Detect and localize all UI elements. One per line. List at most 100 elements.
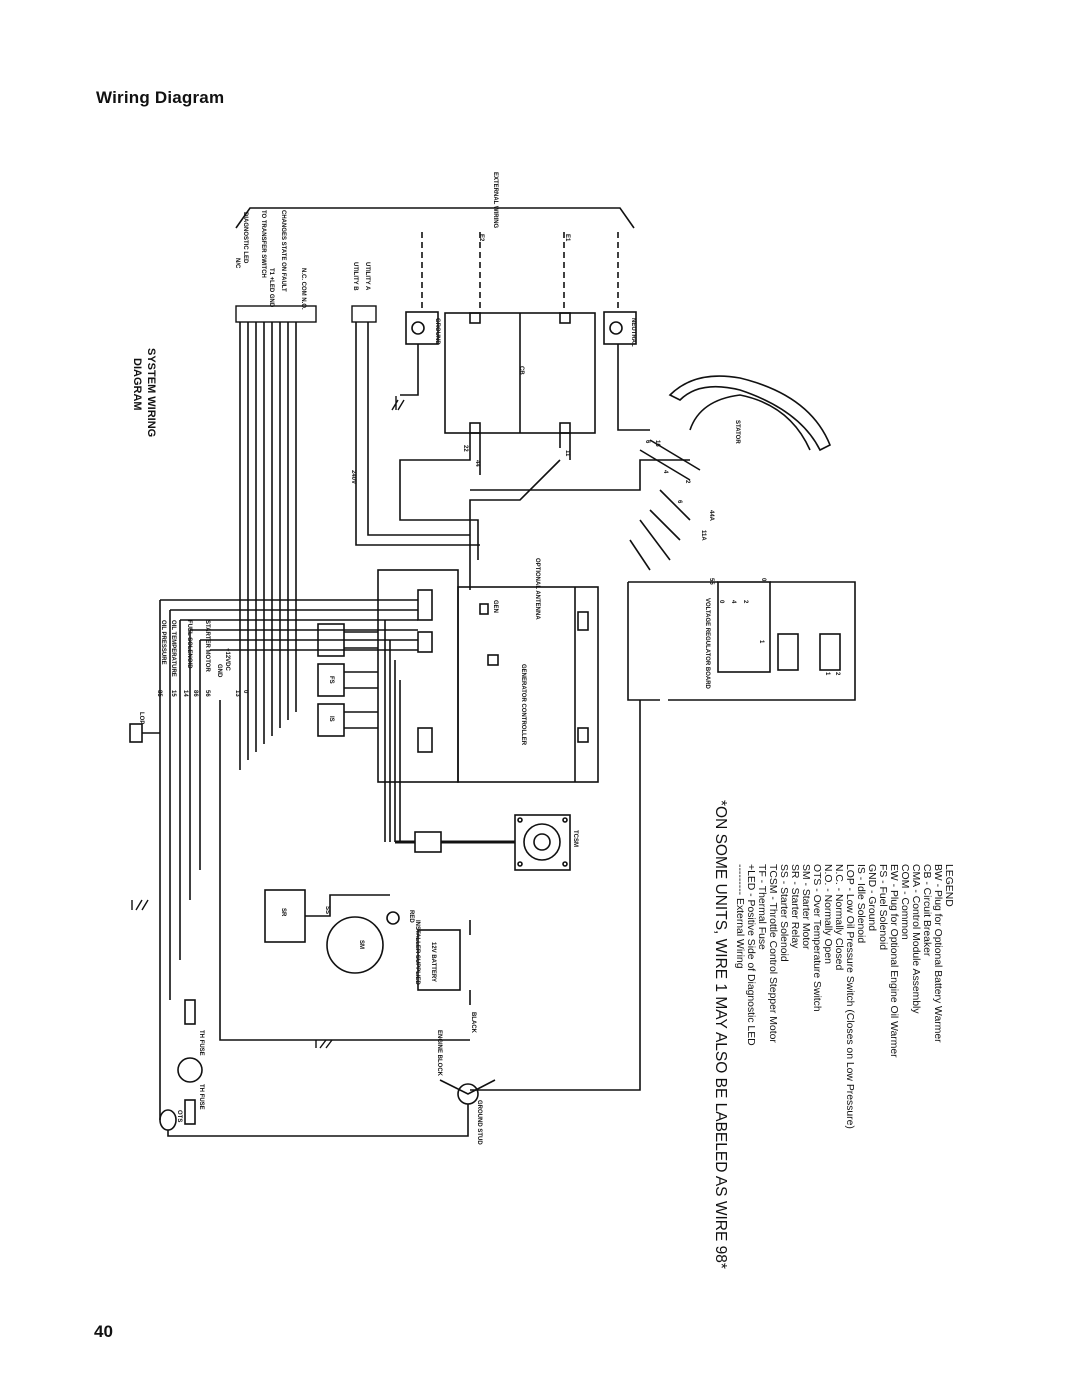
diagram-label: 44A [708,510,714,522]
diagram-label: STARTER MOTOR [204,620,210,672]
diagram-label: 12V BATTERY [430,942,436,982]
diagram-label: CHANGES STATE ON FAULT [280,210,286,292]
diagram-label: LOP [138,712,144,724]
diagram-label: VOLTAGE REGULATOR BOARD [704,598,710,690]
diagram-label: TCSM - Throttle Control Stepper Motor [767,864,778,1043]
diagram-label: IS - Idle Solenoid [855,864,866,943]
diagram-label: NEUTRAL [630,318,636,347]
legend: LEGEND BW - Plug for Optional Battery Wa… [734,864,954,1129]
diagram-label: FS [328,676,334,684]
starter-motor [326,916,384,974]
diagram-label: 0 [760,578,766,582]
diagram-label: 15 [170,690,176,697]
stator [668,375,832,452]
th-fuse-1 [184,999,196,1025]
page-title: Wiring Diagram [96,88,225,107]
diagram-label: ENGINE BLOCK [436,1030,442,1077]
diagram-label: OIL TEMPERATURE [170,620,176,677]
diagram-label: --------- External Wiring [734,864,745,969]
diagram-label: GEN [492,600,498,613]
diagram-label: OIL PRESSURE [160,620,166,665]
page-number: 40 [94,1322,113,1341]
diagram-label: N/C [234,258,240,269]
diagram-label: TCSM [572,830,578,847]
diagram-label: N.O. - Normally Open [822,864,833,964]
diagram-label: 4 [730,600,736,604]
fuel-solenoid [177,1057,203,1083]
diagram-label: N.C. COM N.O. [300,268,306,310]
system-wiring-heading-2: DIAGRAM [131,358,143,411]
diagram-label: 2 [834,672,840,676]
diagram-label: 0 [718,600,724,604]
relay-fs [317,663,345,697]
diagram-label: GND [216,664,222,678]
diagram-label: GND - Ground [866,864,877,931]
diagram-label: RED [408,910,414,923]
diagram-label: 55 [708,578,714,585]
diagram-label: SS [324,906,330,914]
ground-terminal [405,311,439,345]
external-wiring-bracket [235,207,635,229]
diagram-label: BW - Plug for Optional Battery Warmer [932,864,943,1043]
diagram-label: 1 [824,672,830,676]
diagram-label: 22 [462,445,468,452]
diagram-label: 13 [234,690,240,697]
external-wiring-label: EXTERNAL WIRING [492,172,498,229]
diagram-label: CB [518,366,524,375]
terminal-block-utility [351,305,377,323]
diagram-label: 16 [654,440,660,447]
diagram-label: 2 [742,600,748,604]
diagram-label: LOP - Low Oil Pressure Switch (Closes on… [844,864,855,1129]
diagram-label: COM - Common [899,864,910,940]
diagram-label: 2 [684,480,690,484]
diagram-label: 6 [644,440,650,444]
diagram-label: E2 [478,234,484,242]
diagram-label: GROUND [434,318,440,345]
diagram-label: E1 [564,234,570,242]
diagram-label: 1 [758,640,764,644]
th-fuse-2 [184,1099,196,1125]
diagram-label: N.C. - Normally Closed [833,864,844,970]
diagram-label: TO TRANSFER SWITCH [260,210,266,278]
lop-switch [129,723,143,743]
diagram-label: 6 [676,500,682,504]
diagram-label: 0 [242,690,248,694]
diagram-label: OPTIONAL ANTENNA [534,558,540,620]
diagram-label: 11A [700,530,706,541]
diagram-label: LEGEND [943,864,954,907]
diagram-label: TF - Thermal Fuse [756,864,767,950]
diagram-label: FS - Fuel Solenoid [877,864,888,950]
diagram-label: T1 +LED GND [268,268,274,308]
diagram-label: 56 [204,690,210,697]
diagram-label: TH FUSE [198,1084,204,1110]
diagram-label: CB - Circuit Breaker [921,864,932,957]
neutral-terminal [603,311,637,345]
diagram-label: OTS - Over Temperature Switch [811,864,822,1012]
diagram-label: +LED - Positive Side of Diagnostic LED [745,864,756,1046]
diagram-label: SM - Starter Motor [800,864,811,950]
diagram-label: EW - Plug for Optional Engine Oil Warmer [888,864,899,1058]
diagram-label: INSTALLER SUPPLIED [414,920,420,986]
battery [417,929,461,991]
diagram-label: 4 [662,470,668,474]
diagram-label: GROUND STUD [476,1100,482,1145]
diagram-label: BLACK [470,1012,476,1034]
terminal-block-main [235,305,317,323]
diagram-label: 240V [350,470,356,484]
diagram-label: FUEL SOLENOID [186,620,192,669]
diagram-label: SS - Starter Solenoid [778,864,789,962]
diagram-label: 14 [182,690,188,697]
voltage-regulator [717,581,771,673]
diagram-label: CMA - Control Module Assembly [910,864,921,1014]
diagram-label: TH FUSE [198,1030,204,1056]
diagram-label: 86 [192,690,198,697]
diagram-label: SR [280,908,286,917]
diagram-label: +12VDC [224,648,230,672]
diagram-label: 85 [156,690,162,697]
diagram-label: 44 [474,460,480,467]
diagram-label: UTILITY A [364,262,370,291]
diagram-label: IS [328,716,334,722]
system-wiring-heading: SYSTEM WIRING [145,348,157,437]
diagram-label: SM [358,940,364,949]
